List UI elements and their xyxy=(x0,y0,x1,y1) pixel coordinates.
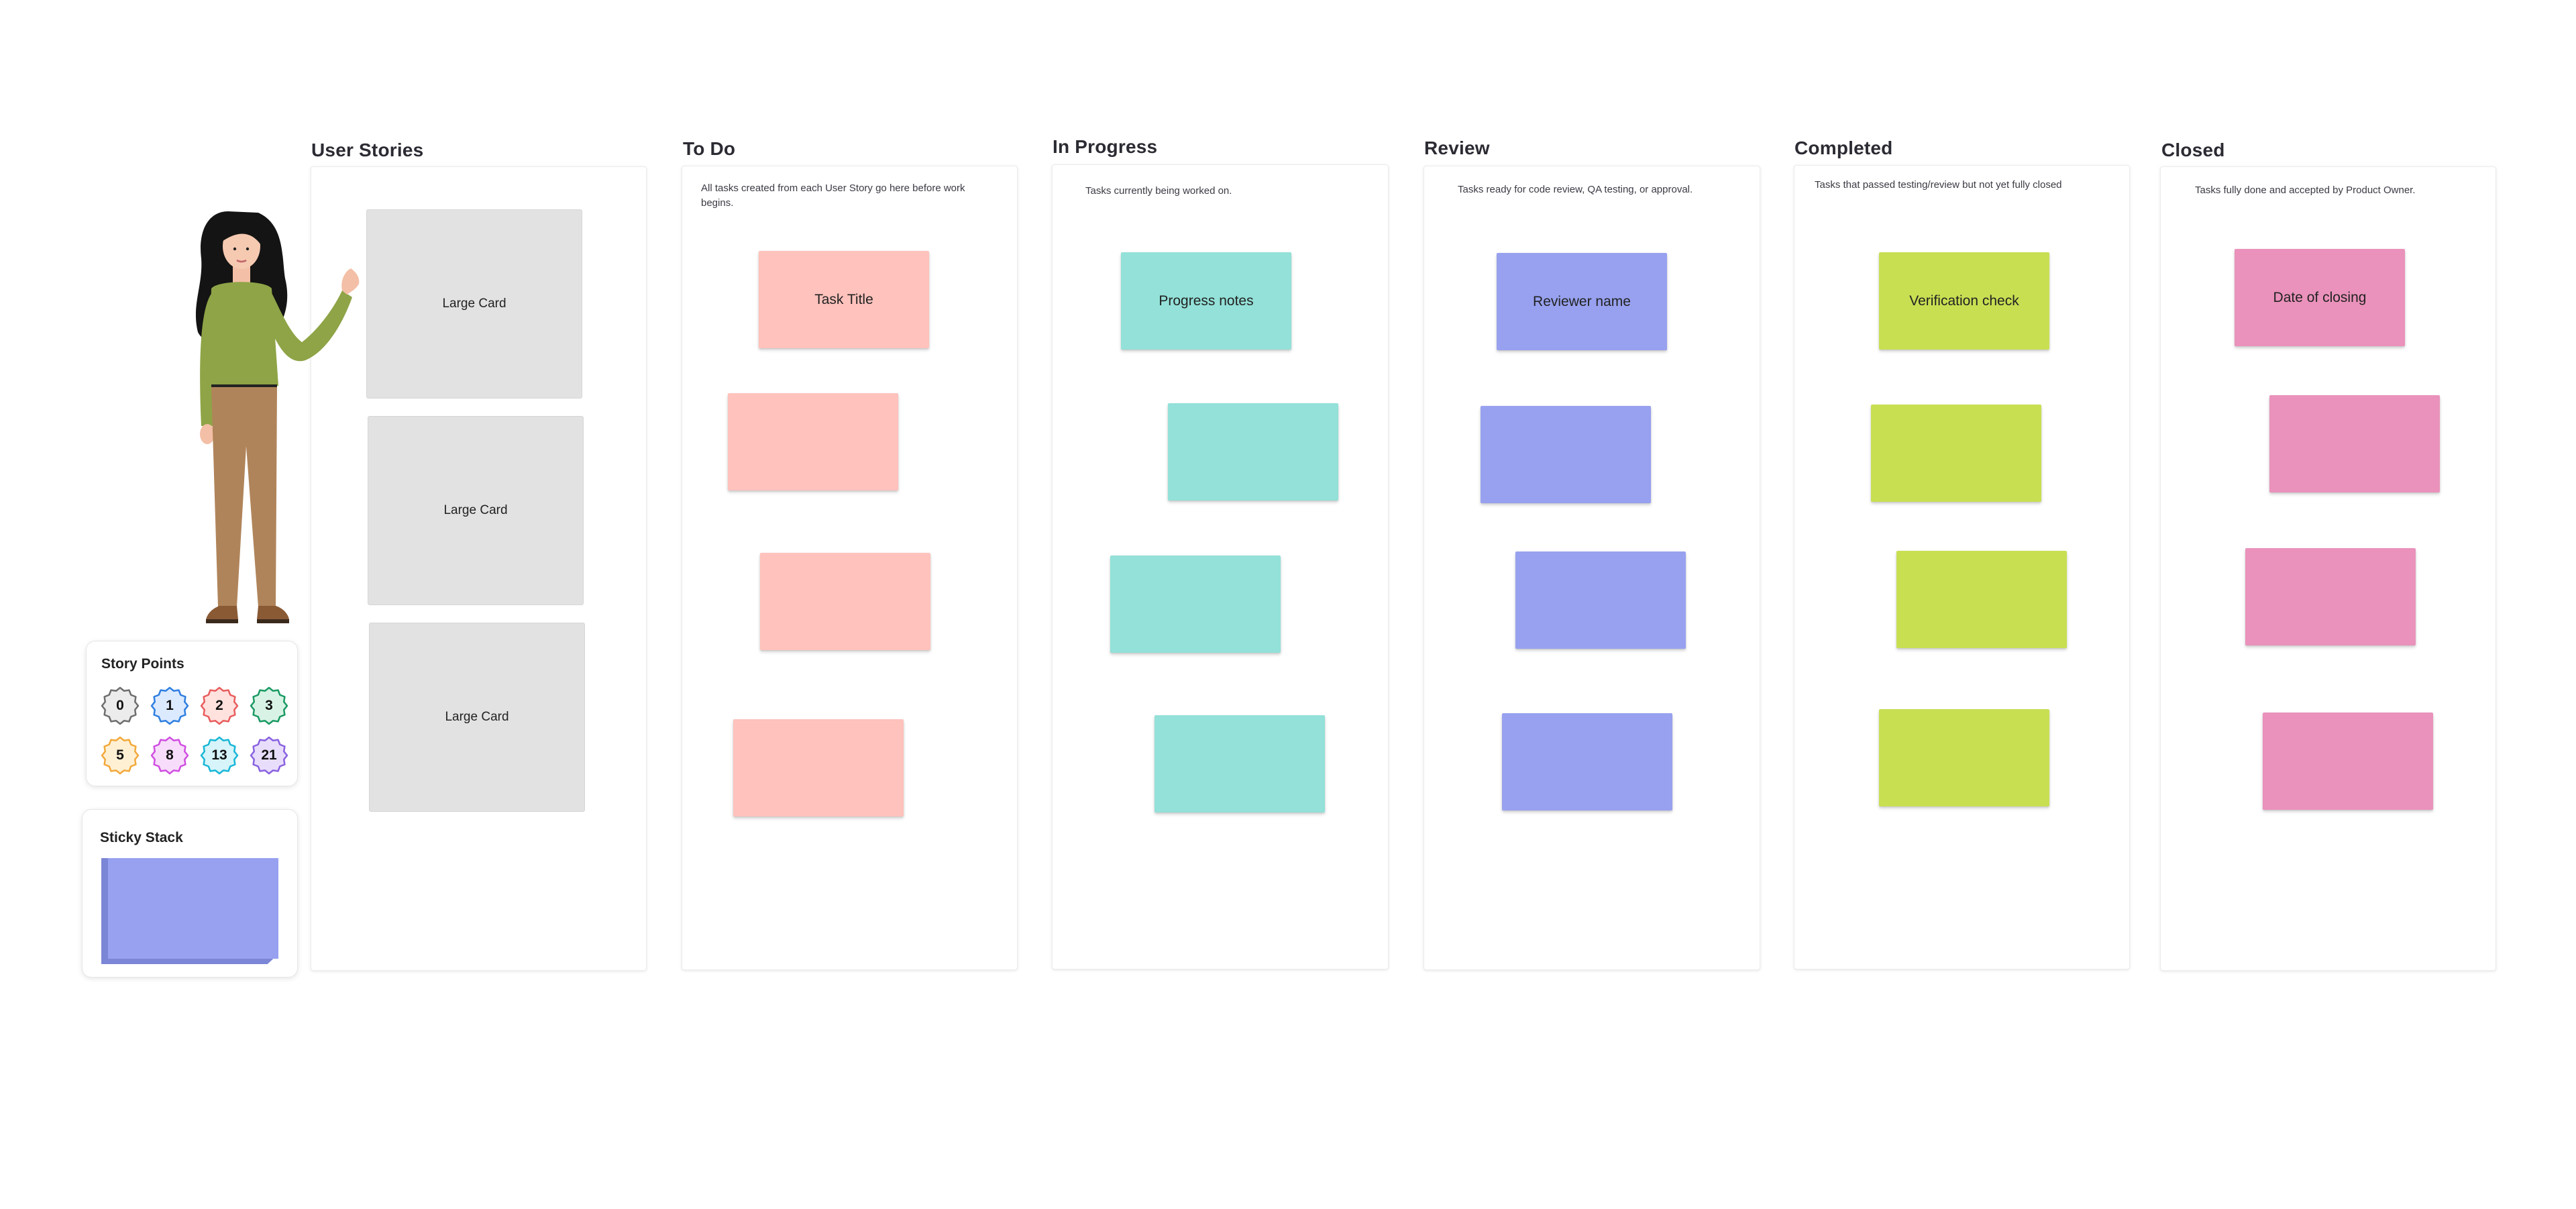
sticky-note-completed[interactable] xyxy=(1871,405,2041,502)
story-point-value: 1 xyxy=(166,698,174,713)
sticky-note-todo[interactable] xyxy=(728,393,898,490)
story-point-badge-8[interactable]: 8 xyxy=(150,735,190,776)
column-title-in-progress: In Progress xyxy=(1053,136,1158,157)
column-title-review: Review xyxy=(1424,138,1490,158)
sticky-note-closed[interactable] xyxy=(2269,395,2440,492)
story-point-value: 8 xyxy=(166,747,174,763)
sticky-note-closed[interactable]: Date of closing xyxy=(2235,249,2405,346)
sticky-note-closed[interactable] xyxy=(2263,713,2433,810)
column-title-closed: Closed xyxy=(2161,140,2225,160)
sticky-note-completed[interactable]: Verification check xyxy=(1879,252,2049,350)
story-point-badge-21[interactable]: 21 xyxy=(249,735,289,776)
story-point-badge-1[interactable]: 1 xyxy=(150,686,190,726)
sticky-note-completed[interactable] xyxy=(1879,709,2049,806)
story-points-title: Story Points xyxy=(101,656,184,672)
large-card[interactable]: Large Card xyxy=(368,416,584,605)
sticky-note-in-progress[interactable] xyxy=(1155,715,1325,812)
sticky-stack-widget[interactable]: Sticky Stack xyxy=(82,809,298,978)
story-point-badge-2[interactable]: 2 xyxy=(199,686,239,726)
large-card[interactable]: Large Card xyxy=(369,623,585,812)
sticky-note-review[interactable] xyxy=(1481,406,1651,503)
sticky-note-review[interactable]: Reviewer name xyxy=(1497,253,1667,350)
sticky-note-in-progress[interactable]: Progress notes xyxy=(1121,252,1291,350)
story-point-value: 13 xyxy=(211,747,227,763)
badge-star-shape xyxy=(250,736,288,775)
story-point-value: 5 xyxy=(116,747,124,763)
badge-star-shape xyxy=(150,736,189,775)
story-points-widget[interactable]: Story Points 0 1 2 3 5 8 13 21 xyxy=(86,641,298,786)
sticky-note-todo[interactable] xyxy=(733,719,904,817)
large-card[interactable]: Large Card xyxy=(366,209,582,399)
sticky-note-in-progress[interactable] xyxy=(1168,403,1338,501)
story-point-value: 21 xyxy=(261,747,277,763)
story-point-badge-5[interactable]: 5 xyxy=(100,735,140,776)
badge-star-shape xyxy=(101,686,140,725)
column-description-closed: Tasks fully done and accepted by Product… xyxy=(2195,185,2416,196)
sticky-note-todo[interactable] xyxy=(760,553,930,650)
story-point-value: 0 xyxy=(116,698,124,713)
story-point-value: 3 xyxy=(265,698,273,713)
badge-star-shape xyxy=(101,736,140,775)
badge-star-shape xyxy=(200,686,239,725)
person-illustration xyxy=(195,211,360,623)
story-point-badge-3[interactable]: 3 xyxy=(249,686,289,726)
column-description-todo: All tasks created from each User Story g… xyxy=(701,182,965,209)
story-point-badge-13[interactable]: 13 xyxy=(199,735,239,776)
sticky-note-review[interactable] xyxy=(1515,551,1686,649)
story-point-badge-0[interactable]: 0 xyxy=(100,686,140,726)
sticky-note-review[interactable] xyxy=(1502,713,1672,810)
sticky-stack-title: Sticky Stack xyxy=(100,830,183,845)
badge-star-shape xyxy=(200,736,239,775)
sticky-note-completed[interactable] xyxy=(1896,551,2067,648)
sticky-note-in-progress[interactable] xyxy=(1110,556,1281,653)
badge-star-shape xyxy=(250,686,288,725)
column-description-review: Tasks ready for code review, QA testing,… xyxy=(1458,184,1693,195)
column-title-completed: Completed xyxy=(1794,138,1893,158)
sticky-note-closed[interactable] xyxy=(2245,548,2416,645)
sticky-stack-note[interactable] xyxy=(108,858,278,959)
sticky-note-todo[interactable]: Task Title xyxy=(759,251,929,348)
badge-star-shape xyxy=(150,686,189,725)
story-point-value: 2 xyxy=(215,698,223,713)
column-title-user-stories: User Stories xyxy=(311,140,424,160)
column-title-todo: To Do xyxy=(683,138,736,159)
column-description-in-progress: Tasks currently being worked on. xyxy=(1085,185,1232,197)
column-description-completed: Tasks that passed testing/review but not… xyxy=(1815,179,2062,191)
